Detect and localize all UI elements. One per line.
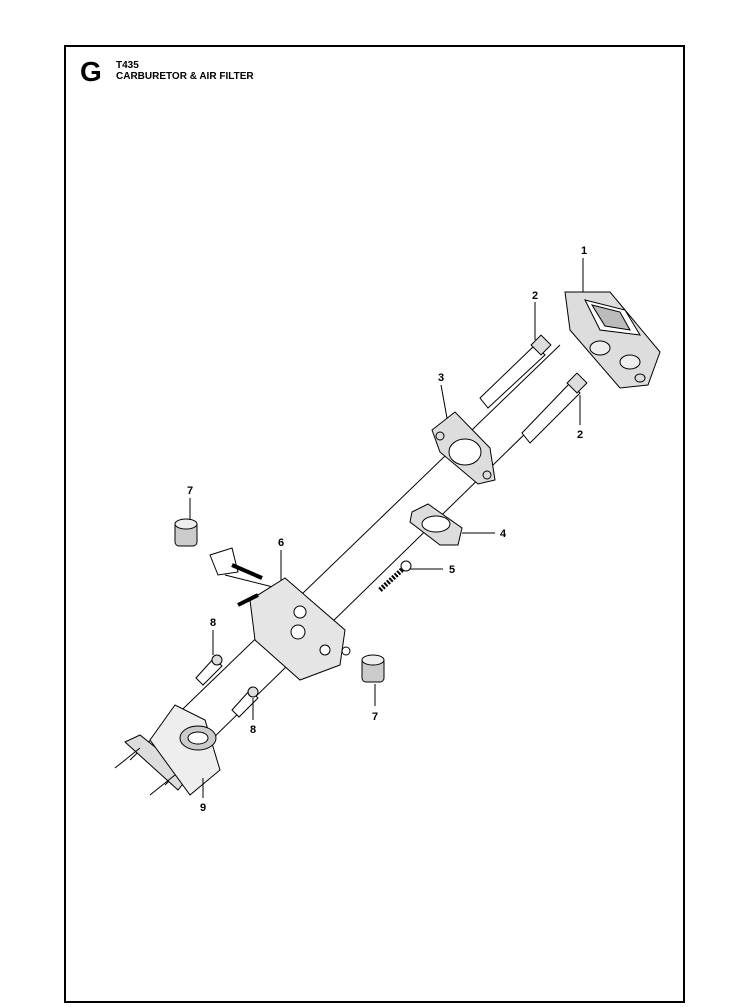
- callout-7: 7: [187, 485, 193, 497]
- short-screw-lower: [231, 686, 259, 718]
- spacer-lower: [361, 654, 385, 683]
- leader-line-3: [440, 384, 448, 419]
- callout-9: 9: [200, 802, 206, 814]
- callout-8: 8: [250, 724, 256, 736]
- callout-7: 7: [372, 711, 378, 723]
- section-letter: G: [80, 56, 102, 87]
- callout-5: 5: [449, 564, 455, 576]
- air-filter-cover: [564, 291, 661, 389]
- gasket: [409, 503, 463, 546]
- callout-1: 1: [581, 245, 587, 257]
- callout-4: 4: [500, 528, 507, 540]
- callout-3: 3: [438, 372, 444, 384]
- spacer-upper: [174, 518, 198, 547]
- callout-2: 2: [577, 429, 583, 441]
- long-screw-upper: [479, 334, 552, 409]
- model-number: T435: [116, 60, 139, 71]
- short-screw-upper: [195, 654, 223, 686]
- long-screw-lower: [521, 372, 588, 444]
- assembly-axis-line: [164, 384, 576, 786]
- carburetor: [209, 547, 351, 681]
- assembly-axis-line: [129, 344, 561, 761]
- diagram-title: CARBURETOR & AIR FILTER: [116, 71, 254, 82]
- callout-2: 2: [532, 290, 538, 302]
- adjustment-spring-screw: [378, 560, 412, 592]
- callout-6: 6: [278, 537, 284, 549]
- adapter-flange: [431, 411, 496, 485]
- diagram-frame: [64, 45, 685, 1003]
- intake-manifold: [114, 704, 221, 796]
- callout-8: 8: [210, 617, 216, 629]
